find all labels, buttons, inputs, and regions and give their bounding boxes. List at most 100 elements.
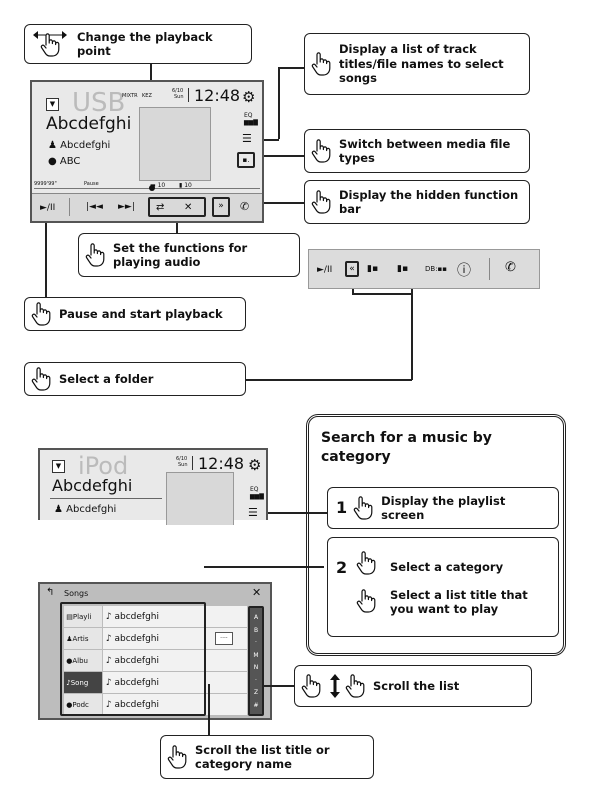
- tap-hand-icon: [356, 550, 376, 576]
- day-label: Sun: [174, 94, 184, 100]
- tap-hand-icon: [345, 673, 365, 699]
- settings-gear-icon[interactable]: ⚙: [248, 456, 262, 474]
- callout-text: Scroll the list: [373, 678, 460, 693]
- eq-button[interactable]: EQ▆▆▇: [244, 112, 258, 126]
- date-label: 6/10: [172, 88, 184, 94]
- callout-text: Set the functions for playing audio: [113, 240, 248, 269]
- artist-row: ♟ Abcdefghi: [48, 140, 110, 151]
- source-menu-button[interactable]: ▼: [46, 98, 59, 111]
- tap-hand-icon: [85, 242, 105, 268]
- date-label: 6/10: [176, 456, 188, 462]
- artist-name: Abcdefghi: [60, 140, 111, 151]
- folder-count-b: ▮ 10: [179, 182, 192, 189]
- back-arrow-icon[interactable]: ↰: [46, 587, 55, 598]
- list-header: Songs: [64, 589, 89, 598]
- callout-scroll-title: Scroll the list title or category name: [160, 735, 374, 779]
- list-item[interactable]: ♪ abcdefghi: [103, 672, 247, 694]
- step-2-box: 2 Select a category Select a list title …: [327, 537, 559, 637]
- track-title: Abcdefghi: [46, 114, 132, 134]
- close-icon[interactable]: ✕: [252, 586, 262, 599]
- callout-text: Scroll the list title or category name: [195, 742, 330, 771]
- info-icon[interactable]: ⓘ: [457, 263, 471, 279]
- tap-hand-icon: [167, 744, 187, 770]
- callout-text: Select a folder: [59, 371, 154, 386]
- callout-text: Change the playback point: [77, 29, 213, 58]
- source-menu-button[interactable]: ▼: [52, 460, 65, 473]
- media-type-button[interactable]: ▪.: [237, 152, 255, 168]
- folder-down-icon[interactable]: ▮▪: [367, 264, 379, 274]
- callout-track-list: Display a list of track titles/file name…: [304, 33, 530, 95]
- tap-hand-icon: [353, 495, 373, 521]
- progress-bar[interactable]: [34, 188, 260, 189]
- clock: 12:48: [194, 86, 241, 105]
- repeat-icon[interactable]: ⇄: [156, 202, 165, 213]
- day-label: Sun: [178, 462, 188, 468]
- callout-text: Switch between media file types: [339, 136, 511, 165]
- close-bar-button[interactable]: «: [345, 261, 359, 277]
- key-label: KEZ: [142, 93, 152, 99]
- playlist-list-icon[interactable]: ☰: [248, 506, 258, 519]
- previous-track-button[interactable]: |◄◄: [86, 202, 103, 212]
- swipe-hand-icon: [33, 31, 67, 57]
- track-title: Abcdefghi: [52, 476, 133, 495]
- up-down-arrow-icon: [330, 674, 340, 698]
- callout-change-playback-point: Change the playback point: [24, 24, 252, 64]
- callout-text: Select a category: [390, 560, 504, 574]
- mixtrax-label[interactable]: MIXTR: [122, 93, 138, 99]
- folder-up-icon[interactable]: ▮▪: [397, 264, 409, 274]
- album-icon: ●: [48, 156, 60, 167]
- list-item[interactable]: ♪ abcdefghi: [103, 650, 247, 672]
- progress-point[interactable]: [149, 185, 155, 191]
- list-highlight-box: [60, 602, 206, 716]
- tap-hand-icon: [356, 588, 376, 614]
- eq-button[interactable]: EQ▆▆▇: [250, 486, 264, 500]
- callout-text: Pause and start playback: [59, 306, 223, 321]
- more-button[interactable]: ····: [215, 632, 233, 645]
- tap-hand-icon: [311, 189, 331, 215]
- tap-hand-icon: [31, 366, 51, 392]
- songs-list-screen: ↰ Songs ✕ ▤Playli ♟Artis ●Albu ♪Song ●Po…: [38, 582, 272, 720]
- album-row: ● ABC: [48, 156, 80, 167]
- song-items-column: ♪ abcdefghi ♪ abcdefghi ♪ abcdefghi ♪ ab…: [103, 606, 247, 716]
- search-by-category-panel: Search for a music by category 1 Display…: [306, 414, 566, 656]
- artist-row: ♟ Abcdefghi: [54, 504, 116, 515]
- step-number: 1: [336, 498, 348, 517]
- album-name: ABC: [59, 156, 81, 167]
- category-artists[interactable]: ♟Artis: [64, 628, 102, 650]
- list-item[interactable]: ♪ abcdefghi: [103, 628, 247, 650]
- tap-hand-icon: [301, 673, 321, 699]
- category-songs[interactable]: ♪Song: [64, 672, 102, 694]
- callout-hidden-bar: Display the hidden function bar: [304, 180, 530, 224]
- callout-text: Select a list title that you want to pla…: [390, 588, 528, 616]
- elapsed-time: 9999'99": [34, 181, 57, 187]
- callout-media-types: Switch between media file types: [304, 129, 530, 173]
- category-albums[interactable]: ●Albu: [64, 650, 102, 672]
- settings-gear-icon[interactable]: ⚙: [242, 88, 256, 106]
- function-bar: ►/II |◄◄ ►►| ⇄ ✕ » ✆: [32, 193, 262, 221]
- phone-icon[interactable]: ✆: [505, 260, 516, 275]
- hidden-bar-button[interactable]: »: [212, 197, 230, 217]
- artist-icon: ♟: [54, 504, 67, 515]
- tap-hand-icon: [311, 138, 331, 164]
- hidden-function-bar: ►/II « ▮▪ ▮▪ DB:▪▪ ⓘ ✆: [308, 249, 540, 289]
- usb-playback-screen: USB ▼ MIXTR KEZ 6/10 Sun 12:48 ⚙ Abcdefg…: [30, 80, 264, 223]
- db-sound-icon[interactable]: DB:▪▪: [425, 265, 448, 273]
- source-watermark: USB: [72, 88, 126, 118]
- ipod-playback-screen: iPod ▼ 6/10 Sun 12:48 ⚙ Abcdefghi ♟ Abcd…: [38, 448, 268, 525]
- shuffle-icon[interactable]: ✕: [184, 202, 193, 213]
- artist-icon: ♟: [48, 140, 61, 151]
- list-item[interactable]: ♪ abcdefghi: [103, 606, 247, 628]
- callout-pause-start: Pause and start playback: [24, 297, 246, 331]
- play-pause-button[interactable]: ►/II: [317, 265, 333, 275]
- clock: 12:48: [198, 454, 245, 473]
- phone-icon[interactable]: ✆: [240, 200, 250, 213]
- play-pause-button[interactable]: ►/II: [40, 203, 56, 213]
- audio-functions-group: ⇄ ✕: [148, 197, 206, 217]
- track-list-icon[interactable]: ☰: [242, 132, 252, 145]
- callout-audio-functions: Set the functions for playing audio: [78, 233, 300, 277]
- next-track-button[interactable]: ►►|: [118, 202, 135, 212]
- callout-text: Display a list of track titles/file name…: [339, 42, 504, 86]
- category-playlists[interactable]: ▤Playli: [64, 606, 102, 628]
- album-artwork: [166, 472, 234, 525]
